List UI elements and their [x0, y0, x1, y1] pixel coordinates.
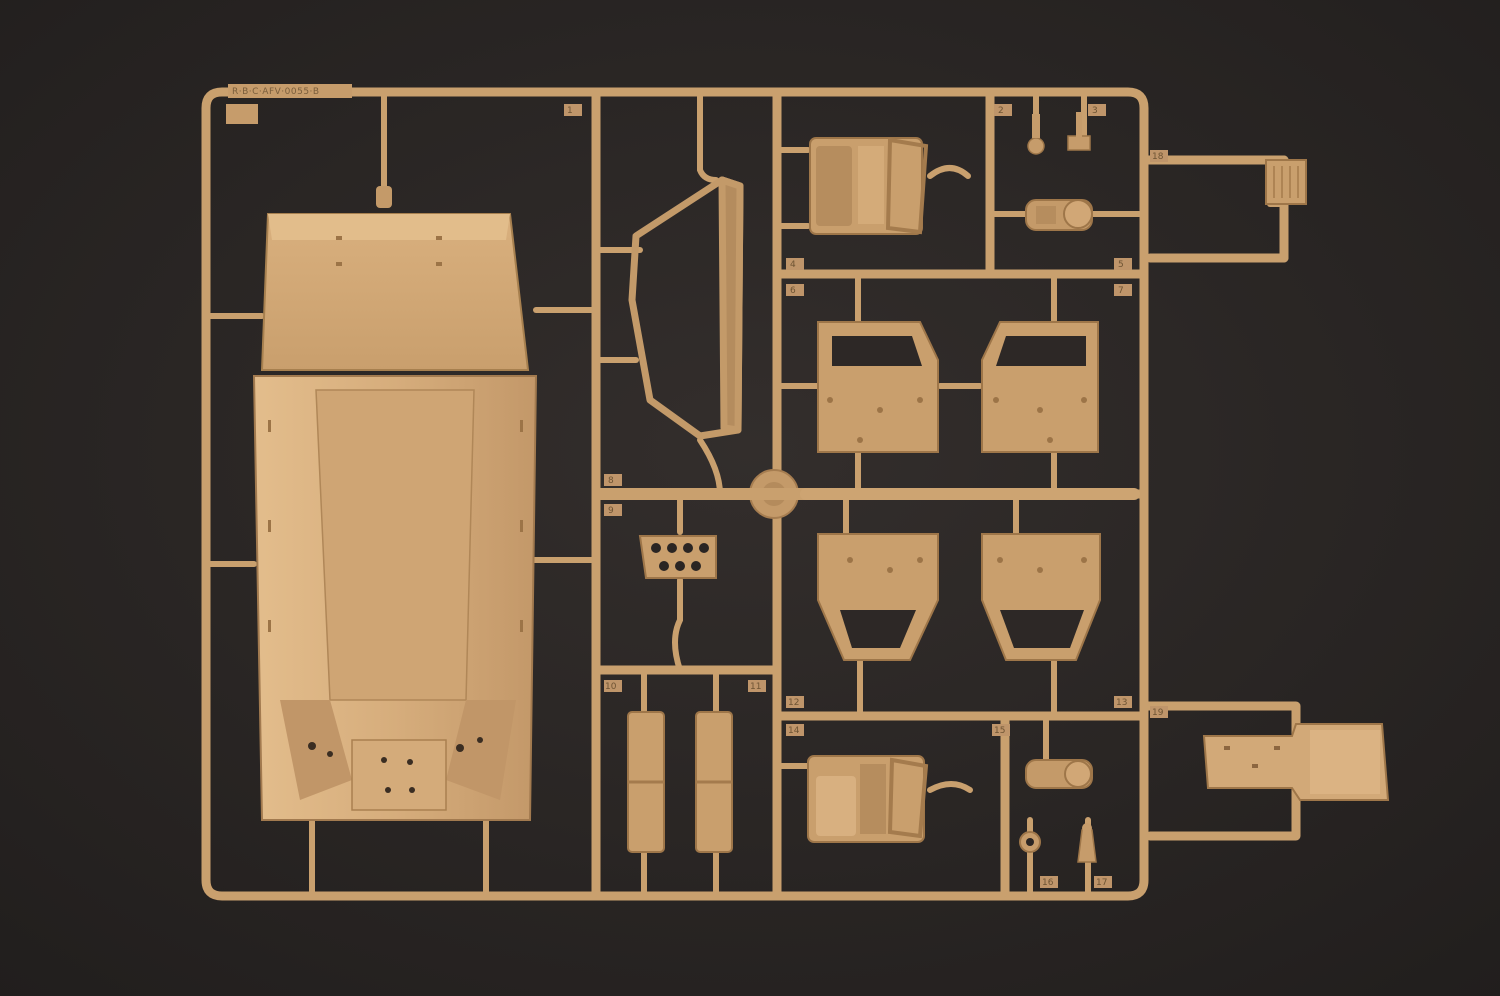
sprue-corner-tab: [226, 104, 258, 124]
part-number-7: 7: [1118, 286, 1124, 296]
part-number-1: 1: [567, 106, 573, 116]
part-number-17: 17: [1096, 878, 1107, 888]
part-number-4: 4: [790, 260, 796, 270]
perforated-panel-part: [638, 535, 717, 579]
windshield-frame-part: [628, 176, 744, 440]
small-part-2: [1027, 114, 1045, 155]
small-part-3: [1067, 112, 1091, 151]
part-number-9: 9: [608, 506, 614, 516]
part-number-14: 14: [788, 726, 800, 736]
engine-detail-part: [1025, 199, 1093, 231]
molded-brand-text: R·B·C·AFV·0055·B: [232, 87, 320, 97]
part-number-19: 19: [1152, 708, 1164, 718]
part-number-8: 8: [608, 476, 614, 486]
door-part-lower-left: [817, 533, 939, 661]
part-number-tags: 1 2 3 4 5 6 7 8 9 10 11 12 13 14 15 16 1…: [564, 104, 1168, 888]
hull-floor-part: [252, 186, 538, 821]
small-part-18: [1265, 159, 1307, 205]
seat-part-right: [695, 711, 733, 853]
part-number-10: 10: [605, 682, 617, 692]
part-number-6: 6: [790, 286, 796, 296]
brand-plate: [228, 84, 352, 98]
part-number-12: 12: [788, 698, 799, 708]
small-part-17: [1077, 823, 1097, 863]
door-part-upper-right: [981, 321, 1099, 453]
part-number-2: 2: [998, 106, 1004, 116]
part-number-16: 16: [1042, 878, 1054, 888]
bracket-part-19: [1202, 723, 1390, 801]
seat-part-left: [627, 711, 665, 853]
sprue-hub: [594, 469, 1140, 519]
dashboard-part-lower: [807, 755, 929, 843]
sprue-gates: [207, 93, 1299, 895]
door-part-lower-right: [981, 533, 1101, 661]
part-number-11: 11: [750, 682, 761, 692]
part-number-18: 18: [1152, 152, 1164, 162]
part-number-5: 5: [1118, 260, 1124, 270]
part-number-13: 13: [1116, 698, 1127, 708]
engine-detail-part-lower: [1025, 759, 1093, 789]
door-part-upper-left: [817, 321, 939, 453]
small-part-16: [1019, 831, 1041, 853]
part-number-3: 3: [1092, 106, 1098, 116]
part-number-15: 15: [994, 726, 1005, 736]
dashboard-part-upper: [809, 137, 929, 235]
